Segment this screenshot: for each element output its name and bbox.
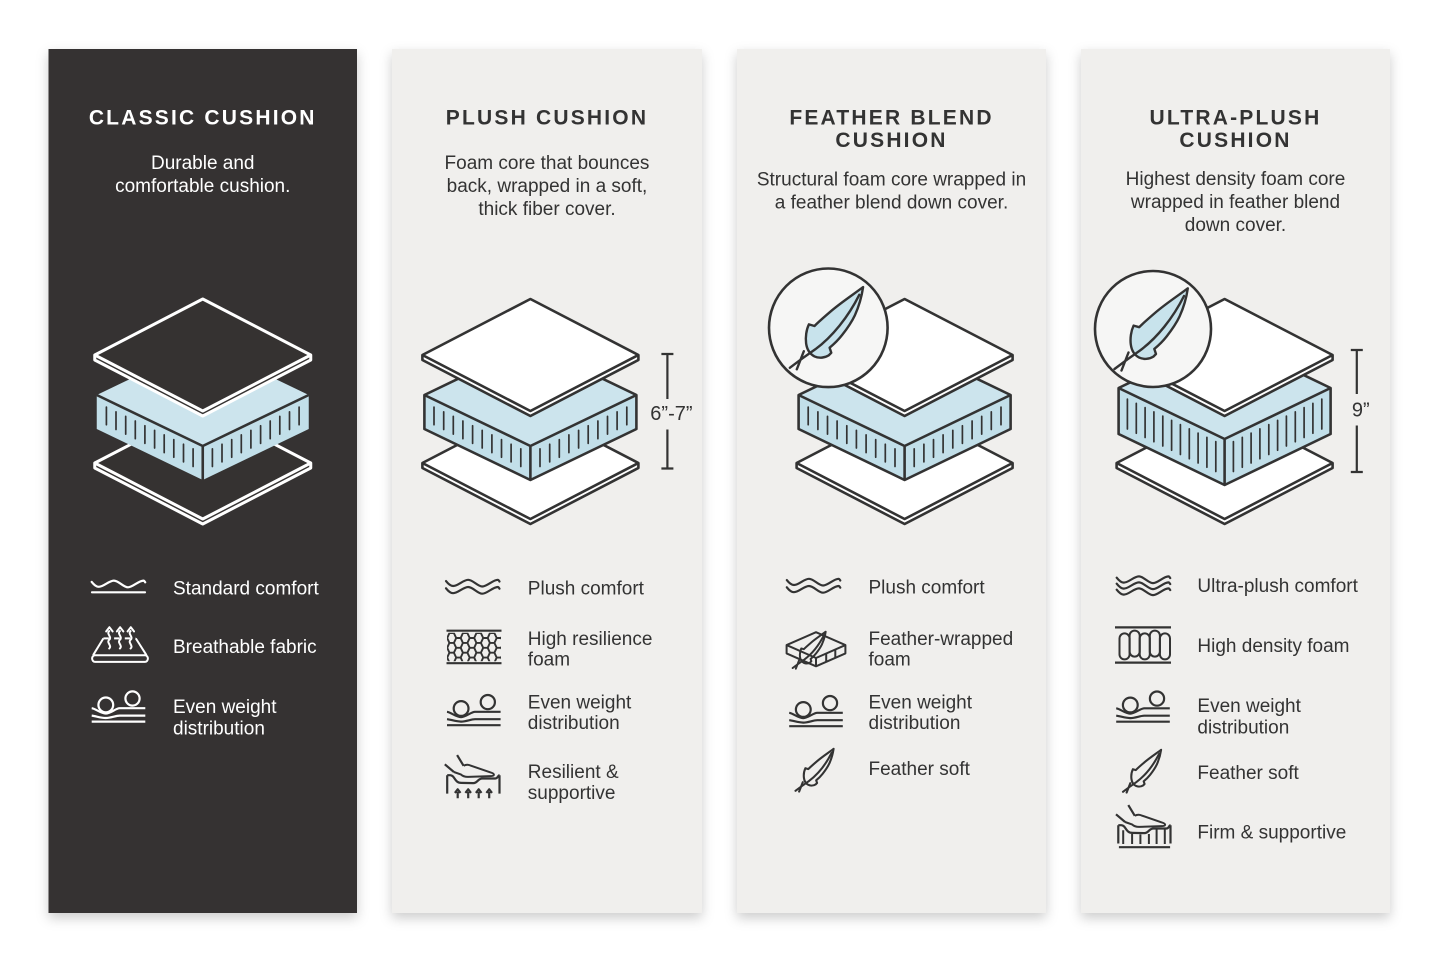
- svg-text:comfortable cushion.: comfortable cushion.: [115, 176, 290, 197]
- svg-text:Durable and: Durable and: [151, 153, 255, 174]
- svg-text:down cover.: down cover.: [1185, 215, 1286, 236]
- svg-text:6”-7”: 6”-7”: [650, 403, 692, 425]
- svg-text:foam: foam: [869, 649, 911, 670]
- svg-text:Plush comfort: Plush comfort: [869, 578, 986, 599]
- svg-text:CUSHION: CUSHION: [835, 129, 947, 152]
- svg-text:High density foam: High density foam: [1197, 636, 1349, 657]
- svg-text:9”: 9”: [1352, 400, 1370, 422]
- svg-text:Even weight: Even weight: [528, 692, 632, 713]
- svg-text:Standard comfort: Standard comfort: [173, 579, 319, 600]
- svg-text:CUSHION: CUSHION: [1179, 129, 1291, 152]
- svg-text:ULTRA-PLUSH: ULTRA-PLUSH: [1150, 107, 1322, 130]
- svg-text:Even weight: Even weight: [1197, 696, 1301, 717]
- svg-text:Firm & supportive: Firm & supportive: [1197, 823, 1346, 844]
- svg-text:back, wrapped in a soft,: back, wrapped in a soft,: [447, 176, 648, 197]
- svg-text:Structural foam core wrapped i: Structural foam core wrapped in: [757, 169, 1026, 190]
- svg-text:thick fiber cover.: thick fiber cover.: [478, 199, 615, 220]
- svg-text:FEATHER BLEND: FEATHER BLEND: [789, 107, 993, 130]
- svg-text:wrapped in feather blend: wrapped in feather blend: [1130, 192, 1340, 213]
- svg-text:distribution: distribution: [528, 713, 620, 734]
- svg-text:PLUSH CUSHION: PLUSH CUSHION: [446, 107, 648, 130]
- svg-text:distribution: distribution: [1197, 717, 1289, 738]
- svg-text:Resilient &: Resilient &: [528, 762, 619, 783]
- svg-text:Even weight: Even weight: [869, 692, 973, 713]
- svg-text:CLASSIC CUSHION: CLASSIC CUSHION: [89, 107, 317, 130]
- svg-text:Highest density foam core: Highest density foam core: [1126, 169, 1346, 190]
- svg-text:Feather soft: Feather soft: [869, 759, 971, 780]
- svg-text:Foam core that bounces: Foam core that bounces: [445, 153, 650, 174]
- svg-text:Plush comfort: Plush comfort: [528, 578, 645, 599]
- svg-text:a feather blend down cover.: a feather blend down cover.: [775, 192, 1008, 213]
- svg-text:Even weight: Even weight: [173, 697, 277, 718]
- svg-text:supportive: supportive: [528, 783, 616, 804]
- svg-text:Ultra-plush comfort: Ultra-plush comfort: [1197, 576, 1358, 597]
- svg-text:Feather-wrapped: Feather-wrapped: [869, 629, 1014, 650]
- svg-text:Breathable fabric: Breathable fabric: [173, 637, 317, 658]
- svg-text:High resilience: High resilience: [528, 629, 653, 650]
- svg-text:foam: foam: [528, 649, 570, 670]
- svg-text:Feather soft: Feather soft: [1197, 763, 1299, 784]
- svg-text:distribution: distribution: [869, 713, 961, 734]
- svg-text:distribution: distribution: [173, 718, 265, 739]
